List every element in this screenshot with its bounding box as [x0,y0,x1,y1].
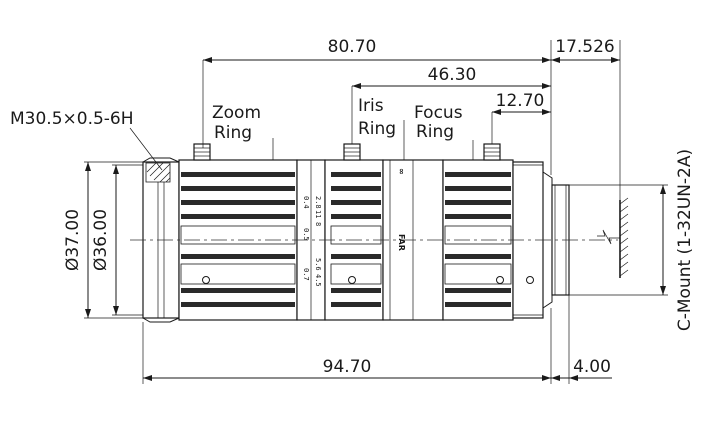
dim-outer-diameter: Ø37.00 [63,209,83,271]
dim-focus-to-mount: 12.70 [496,91,545,111]
lens-body [142,143,570,323]
iris-scale-mark-3: 8 [314,222,322,226]
iris-scale-mark-1: 2.8 [314,196,322,209]
iris-scale-mark-4: 5.6 [314,258,322,271]
iris-ring-label-1: Iris [358,96,384,116]
thread-hatch [145,162,171,183]
focus-far-mark: FAR [397,234,406,251]
dim-back-focal: 17.526 [555,37,614,57]
dim-inner-diameter: Ø36.00 [91,209,111,271]
focus-ring-label-1: Focus [414,103,463,123]
focus-infinity-mark: ∞ [397,168,406,175]
zoom-set-screw [202,276,210,284]
dim-overall-length: 80.70 [328,37,377,57]
image-plane [597,197,629,278]
mount-label: C-Mount (1-32UN-2A) [675,149,695,331]
filter-thread-label: M30.5×0.5-6H [10,109,134,129]
dimension-lines [84,40,668,384]
iris-scale-mark-5: 4.5 [314,274,322,287]
dim-mount-thread: 4.00 [573,357,611,377]
iris-set-screw [348,276,356,284]
zoom-scale-mark-2: 0.5 [302,228,310,241]
zoom-ring-label-2: Ring [214,123,252,143]
iris-ring-grooves [330,172,382,307]
iris-scale-mark-2: 11 [314,210,322,218]
zoom-ring-label-1: Zoom [212,103,261,123]
zoom-scale-mark-3: 0.7 [302,268,310,281]
iris-ring-label-2: Ring [358,119,396,139]
focus-ring-label-2: Ring [416,122,454,142]
dim-total-length: 94.70 [323,357,372,377]
leader-lines [129,120,474,171]
zoom-scale-mark-1: 0.4 [302,196,310,209]
focus-set-screw [496,276,504,284]
focus-ring-grooves [444,172,512,307]
dim-iris-to-mount: 46.30 [428,65,477,85]
